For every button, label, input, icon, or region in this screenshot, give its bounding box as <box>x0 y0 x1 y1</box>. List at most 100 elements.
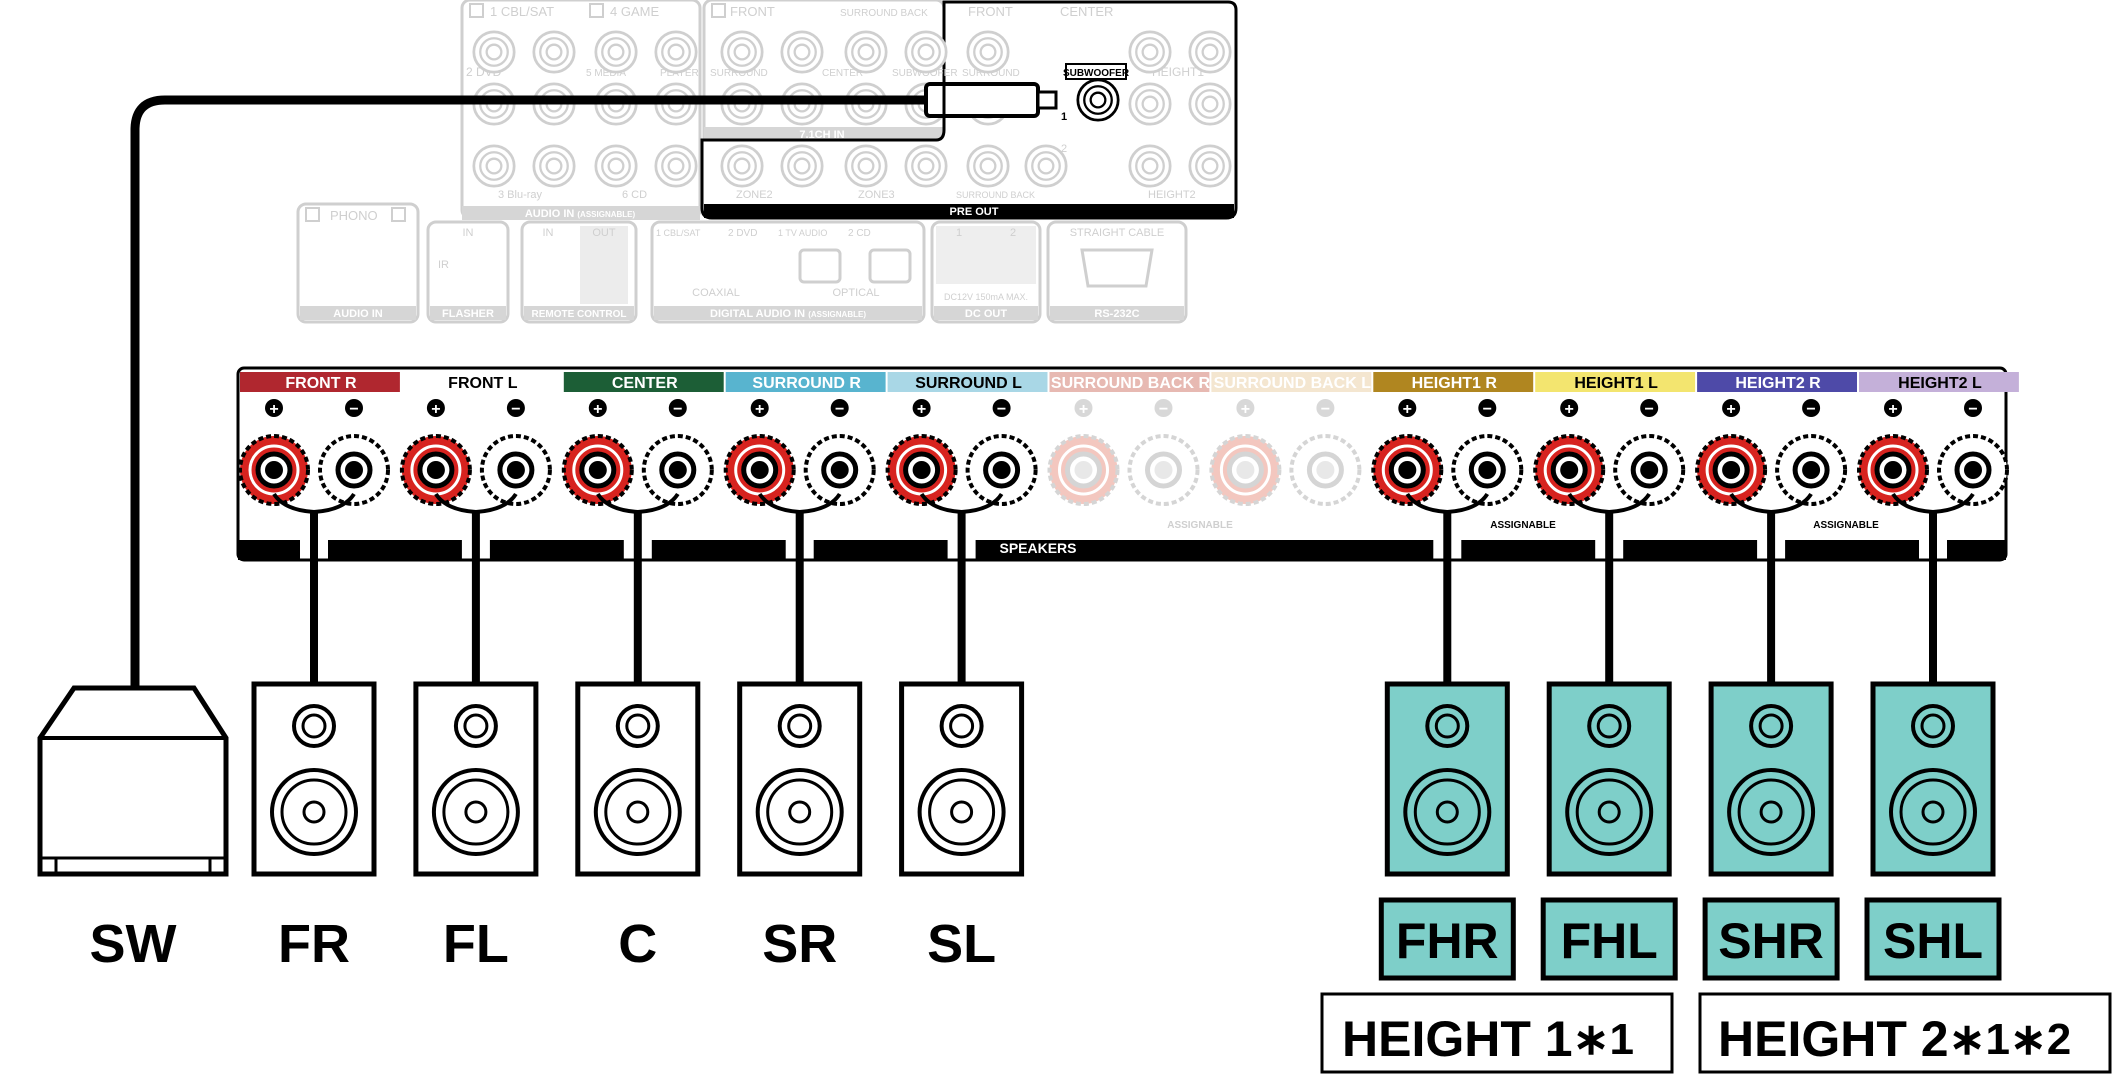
polarity-mark <box>1560 399 1579 417</box>
channel-header-label: SURROUND BACK L <box>1214 375 1372 392</box>
dc-out-block: 1 2 DC12V 150mA MAX. DC OUT <box>930 220 1042 324</box>
negative-terminal <box>641 434 714 506</box>
positive-terminal <box>1857 434 1929 506</box>
negative-terminal <box>1937 434 2009 506</box>
polarity-label: + <box>1241 401 1250 418</box>
polarity-label: + <box>1565 401 1574 418</box>
polarity-label: − <box>1483 401 1492 418</box>
positive-terminal <box>1695 434 1768 506</box>
rca-jack <box>904 144 948 188</box>
label-zone3: ZONE3 <box>858 189 895 201</box>
coaxial-label: COAXIAL <box>692 287 740 299</box>
positive-terminal <box>399 434 472 506</box>
height2-group-box <box>1698 992 2112 1074</box>
speakers-bar <box>238 540 2006 560</box>
speakers-bar-segment <box>238 540 300 560</box>
height-label-box <box>1540 897 1678 981</box>
optical-port-2 <box>868 248 912 284</box>
audio-in-footer-label: AUDIO IN (ASSIGNABLE) <box>525 208 636 220</box>
polarity-label: + <box>1888 401 1897 418</box>
negative-terminal <box>803 434 876 506</box>
speaker-cabinets <box>251 681 1996 877</box>
rca-jack <box>1128 30 1172 74</box>
channel-header-label: SURROUND BACK R <box>1051 375 1211 392</box>
label-surround-pre: SURROUND <box>962 68 1020 79</box>
speakers-bar-segment <box>489 540 624 560</box>
channel-header-bar <box>725 372 886 392</box>
label-height1-pre: HEIGHT1 <box>1152 65 1204 79</box>
polarity-mark <box>992 399 1011 417</box>
rca-jack <box>966 144 1010 188</box>
negative-terminal <box>318 434 390 506</box>
height1-group-box <box>1320 992 1674 1074</box>
main-speaker <box>413 681 539 877</box>
speakers-bar-segment <box>1947 540 2006 560</box>
rca-plug-tip <box>1036 90 1058 110</box>
polarity-label: + <box>755 401 764 418</box>
speakers-bar-segment <box>651 540 786 560</box>
channel-header-bar <box>563 372 724 392</box>
channel-header-label: SURROUND L <box>915 375 1022 392</box>
speaker-label-fl: FL <box>443 914 509 974</box>
rca-jack <box>472 30 516 74</box>
digital-label-4: 2 CD <box>848 228 871 239</box>
sub-num-2: 2 <box>1061 143 1067 155</box>
channel-header-bar <box>1859 372 2019 392</box>
negative-terminal <box>965 434 1038 506</box>
digital-label-1: 1 CBL/SAT <box>656 228 701 238</box>
rca-jack <box>904 30 948 74</box>
subwoofer-wire <box>130 95 930 686</box>
audio-in-footer <box>462 206 700 220</box>
polarity-label: − <box>1645 401 1654 418</box>
polarity-label: + <box>1403 401 1412 418</box>
polarity-label: − <box>1968 401 1977 418</box>
rca-jack <box>594 144 638 188</box>
polarity-label: − <box>997 401 1006 418</box>
speakers-bar-segment <box>813 540 948 560</box>
polarity-mark <box>830 399 849 417</box>
digital-label-2: 2 DVD <box>728 228 757 239</box>
label-zone2: ZONE2 <box>736 189 773 201</box>
polarity-mark <box>1884 399 1902 417</box>
rs232-block: STRAIGHT CABLE RS-232C <box>1046 220 1188 324</box>
polarity-label: + <box>593 401 602 418</box>
height-label-box <box>1702 897 1840 981</box>
channel-header-label: FRONT R <box>285 375 357 392</box>
label-cbl-sat: 1 CBL/SAT <box>490 4 554 19</box>
height-speaker <box>1384 681 1510 877</box>
speaker-terminals: +−+−+−+−+−+−+−+−+−+−+− <box>238 399 2009 506</box>
positive-terminal <box>885 434 958 506</box>
dc-num-1: 1 <box>956 227 962 239</box>
main-speaker <box>251 681 377 877</box>
channel-header-label: HEIGHT2 R <box>1735 375 1821 392</box>
polarity-mark <box>265 399 283 417</box>
channel-header-label: CENTER <box>612 375 678 392</box>
positive-terminal <box>1047 434 1120 506</box>
label-cd: 6 CD <box>622 189 647 201</box>
height-speaker <box>1708 681 1834 877</box>
rs232-port <box>1080 248 1154 288</box>
speaker-label-sr: SR <box>762 914 837 974</box>
assignable-label-h1: ASSIGNABLE <box>1490 520 1556 531</box>
negative-terminal <box>1289 434 1362 506</box>
polarity-label: + <box>431 401 440 418</box>
speaker-label-sl: SL <box>927 914 996 974</box>
phono-block: PHONO AUDIO IN <box>296 202 420 324</box>
subwoofer-box <box>37 685 229 877</box>
speaker-label-c: C <box>618 914 657 974</box>
seven-one-label: 7.1CH IN <box>799 129 844 141</box>
label-sb-71: SURROUND BACK <box>840 8 928 19</box>
positive-terminal <box>1371 434 1444 506</box>
label-bluray: 3 Blu-ray <box>498 189 543 201</box>
polarity-mark <box>912 399 931 417</box>
polarity-mark <box>1236 399 1255 417</box>
phono-label: PHONO <box>330 208 378 223</box>
dc-spec: DC12V 150mA MAX. <box>944 292 1028 302</box>
flasher-block: IN IR FLASHER <box>426 220 510 324</box>
main-speaker <box>737 681 863 877</box>
label-center-71: CENTER <box>822 68 863 79</box>
speakers-bar-segment <box>1785 540 1919 560</box>
speaker-label-shl: SHL <box>1883 913 1983 969</box>
